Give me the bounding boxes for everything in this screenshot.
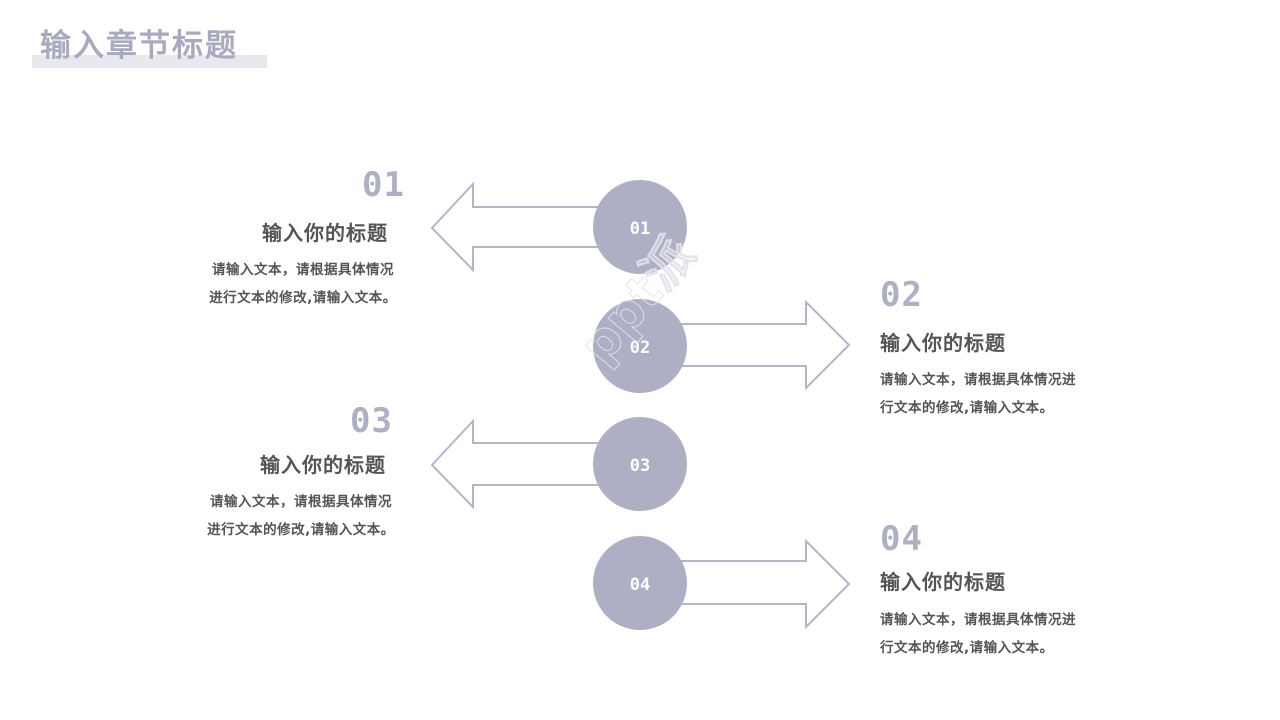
step-description: 请输入文本，请根据具体情况 进行文本的修改,请输入文本。 [194, 256, 412, 312]
step-title: 输入你的标题 [880, 570, 1006, 594]
step-number: 04 [880, 519, 923, 559]
description-line: 进行文本的修改,请输入文本。 [207, 522, 395, 538]
step-title: 输入你的标题 [260, 453, 386, 477]
header-underline-bar [32, 55, 267, 68]
description-line: 行文本的修改,请输入文本。 [880, 400, 1054, 416]
step-description: 请输入文本，请根据具体情况 进行文本的修改,请输入文本。 [192, 488, 410, 544]
description-line: 请输入文本，请根据具体情况进 [880, 612, 1076, 628]
step-description: 请输入文本，请根据具体情况进 行文本的修改,请输入文本。 [880, 606, 1110, 662]
left-arrow-icon [430, 418, 601, 510]
step-number: 01 [362, 165, 405, 205]
circle-label: 01 [629, 219, 651, 239]
description-line: 请输入文本，请根据具体情况 [210, 494, 392, 510]
right-arrow-icon [679, 538, 851, 630]
step-number: 02 [880, 275, 923, 315]
step-circle-1 [593, 180, 687, 274]
page-title: 输入章节标题 [40, 28, 238, 64]
description-line: 进行文本的修改,请输入文本。 [209, 290, 397, 306]
step-circle-2 [593, 299, 687, 393]
step-description: 请输入文本，请根据具体情况进 行文本的修改,请输入文本。 [880, 366, 1110, 422]
step-number: 03 [350, 401, 393, 441]
description-line: 行文本的修改,请输入文本。 [880, 640, 1054, 656]
step-circle-3 [593, 417, 687, 511]
step-title: 输入你的标题 [880, 331, 1006, 355]
right-arrow-icon [679, 299, 851, 391]
circle-label: 03 [629, 456, 651, 476]
description-line: 请输入文本，请根据具体情况进 [880, 372, 1076, 388]
left-arrow-icon [430, 181, 601, 273]
description-line: 请输入文本，请根据具体情况 [212, 262, 394, 278]
circle-label: 02 [629, 338, 651, 358]
step-circle-4 [593, 536, 687, 630]
circle-label: 04 [629, 575, 651, 595]
step-title: 输入你的标题 [262, 221, 388, 245]
